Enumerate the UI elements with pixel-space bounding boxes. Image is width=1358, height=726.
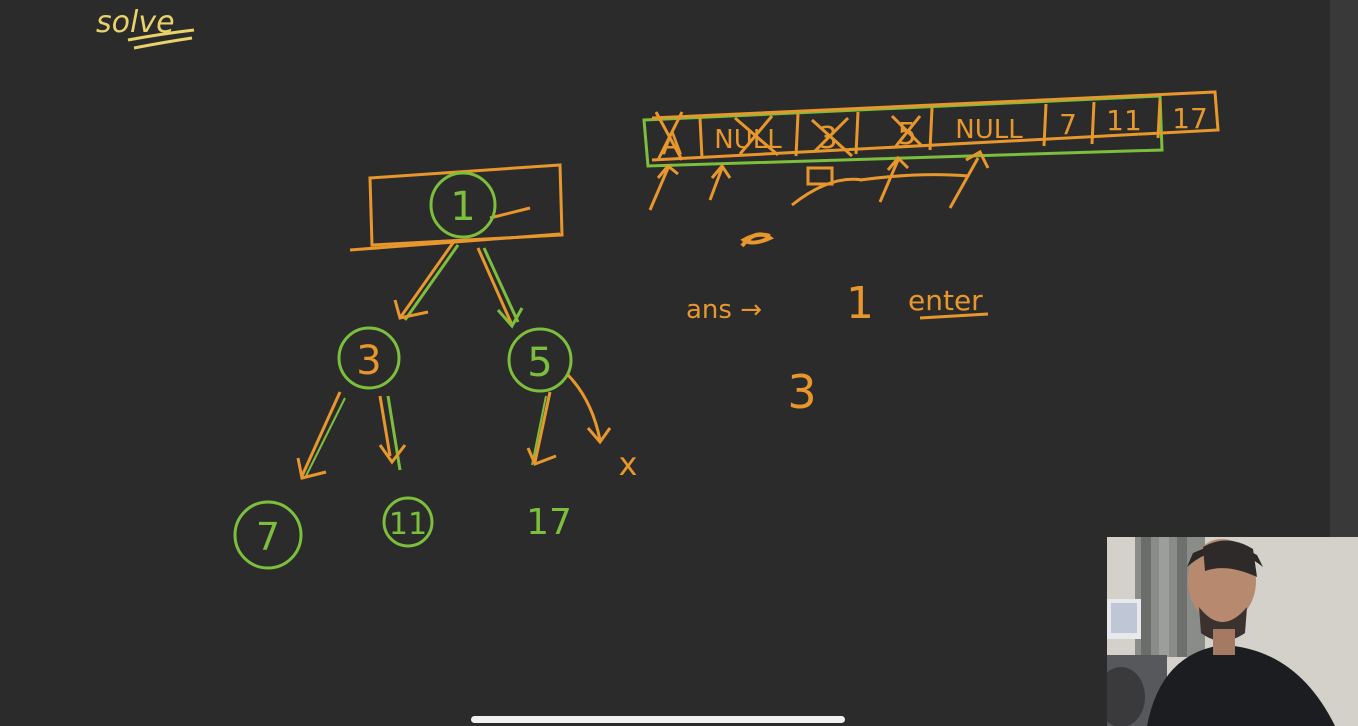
heading-underline-2 — [133, 36, 193, 50]
heading-underline-1 — [127, 28, 195, 42]
tree-node-right-right-label: x — [619, 445, 638, 483]
edge-left-left — [300, 391, 342, 477]
home-indicator-bar[interactable] — [471, 716, 845, 723]
tree-node-left-label: 3 — [356, 338, 381, 384]
tree-node-root-label: 1 — [450, 184, 475, 230]
tree-node-left-right-label: 11 — [389, 507, 427, 542]
queue-pointer-1 — [648, 163, 679, 211]
queue-cell-3-strike-b — [812, 116, 850, 154]
queue-cell-3-strike-a — [810, 118, 854, 158]
queue-pointer-connector — [859, 173, 969, 182]
queue-pointer-5 — [948, 149, 990, 209]
queue-cell-6: 7 — [1059, 108, 1077, 141]
edge-right-left — [533, 391, 552, 463]
queue-divider-6 — [1090, 101, 1096, 145]
ans-label: ans → — [686, 295, 762, 325]
tree-node-right-label: 5 — [527, 340, 552, 386]
arrowhead-right-right — [586, 427, 612, 445]
scribble-mark — [740, 232, 775, 248]
edge-right-right — [566, 373, 602, 441]
edge-root-right-green — [482, 247, 520, 323]
queue-divider-1 — [698, 117, 704, 159]
queue-cell-5: NULL — [955, 115, 1023, 145]
tree-node-left — [337, 326, 401, 390]
arrowhead-root-left — [393, 299, 429, 320]
edge-left-right-green — [386, 395, 402, 471]
queue-cell-4-strike-b — [894, 115, 922, 147]
edge-root-left — [398, 239, 457, 319]
queue-cell-8: 17 — [1172, 102, 1208, 135]
edge-right-left-green — [531, 395, 547, 466]
presenter-webcam — [1107, 537, 1358, 726]
queue-divider-4 — [928, 107, 934, 151]
ans-value: 1 — [846, 278, 874, 329]
tree-node-right-left-label: 17 — [526, 502, 572, 543]
arrowhead-left-right — [378, 444, 407, 465]
whiteboard-drawing: solve 1 3 5 7 11 17 x A NULL — [96, 5, 1220, 570]
tree-node-left-left — [233, 500, 303, 570]
queue-divider-3 — [854, 111, 860, 155]
tree-node-left-right — [382, 496, 434, 548]
queue-divider-7 — [1156, 99, 1162, 139]
queue-pointer-2 — [708, 163, 732, 201]
queue-pointer-3-box — [806, 166, 834, 186]
queue-cell-2-strike-b — [738, 115, 774, 155]
root-strike — [489, 206, 531, 220]
edge-left-left-green — [304, 397, 346, 479]
second-value: 3 — [787, 365, 816, 419]
edge-root-right — [476, 247, 514, 326]
queue-cell-7: 11 — [1106, 104, 1142, 137]
tree-node-root — [429, 171, 497, 239]
tree-node-right — [507, 327, 573, 393]
enter-underline — [919, 312, 989, 320]
queue-pointer-4 — [878, 155, 910, 203]
tree-node-left-left-label: 7 — [256, 515, 280, 559]
queue-cell-1-strike-b — [656, 111, 684, 161]
arrowhead-root-right — [496, 307, 524, 329]
queue-divider-2 — [794, 113, 800, 157]
arrowhead-right-left — [526, 447, 557, 466]
edge-left-right — [378, 395, 392, 457]
enter-label: enter — [908, 284, 983, 317]
edge-root-left-green — [403, 244, 460, 321]
root-box — [368, 163, 564, 247]
presenter-video-icon — [1107, 537, 1358, 726]
queue-outline-orange — [651, 90, 1220, 162]
queue-divider-5 — [1042, 103, 1048, 147]
queue-outline-green — [642, 94, 1164, 168]
arrowhead-left-left — [296, 457, 327, 480]
